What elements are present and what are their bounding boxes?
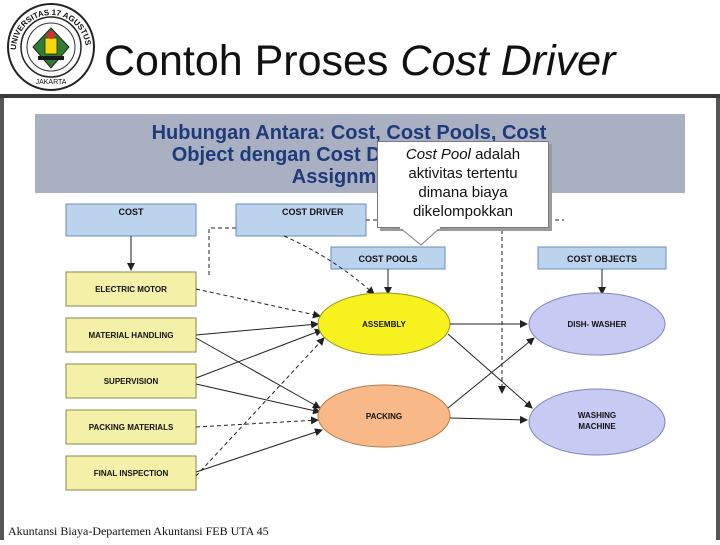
object-washing-machine-label-2: MACHINE (578, 422, 616, 431)
cost-driver-header-label: COST DRIVER (282, 207, 344, 217)
object-dishwasher-label: DISH- WASHER (567, 320, 626, 329)
callout-line-4: dikelompokkan (412, 203, 514, 220)
pool-packing-label: PACKING (366, 412, 402, 421)
university-logo: UNIVERSITAS 17 AGUSTUS 1945 JAKARTA (2, 2, 95, 91)
arrow-final-inspection-to-packing (195, 428, 323, 473)
arrow-supervision-to-assembly (195, 328, 323, 379)
callout-italic: Cost Pool (405, 146, 471, 163)
heading-line-1: Hubungan Antara: Cost, Cost Pools, Cost (152, 122, 547, 144)
slide-header: UNIVERSITAS 17 AGUSTUS 1945 JAKARTA Cont… (0, 0, 720, 96)
arrow-packing-materials-to-packing (195, 416, 319, 428)
object-dishwasher (528, 292, 666, 356)
cost-header-box (65, 203, 197, 237)
callout-line-1: Cost Pool adalah (378, 145, 548, 164)
slide-footer: Akuntansi Biaya-Departemen Akuntansi FEB… (8, 524, 269, 538)
left-frame-bar (0, 98, 4, 540)
arrow-packing-to-washing-machine (449, 415, 528, 424)
dashed-driver-left-connector (208, 227, 236, 278)
callout-line-2: aktivitas tertentu (408, 165, 518, 182)
logo-city-text: JAKARTA (36, 79, 67, 86)
slide-body: Hubungan Antara: Cost, Cost Pools, Cost … (4, 98, 716, 540)
cost-driver-header-box (235, 203, 367, 237)
cost-item-box-4 (65, 455, 197, 491)
arrow-material-handling-to-assembly (195, 320, 319, 336)
arrow-supervision-to-packing (195, 383, 321, 415)
title-italic: Cost Driver (400, 37, 616, 85)
arrow-final-inspection-to-assembly (195, 337, 325, 477)
page-title: Contoh Proses Cost Driver (104, 40, 615, 83)
callout-line-3: dimana biaya (418, 184, 508, 201)
cost-item-box-0 (65, 271, 197, 307)
right-frame-bar (716, 98, 720, 540)
logo-emblem (26, 22, 76, 72)
title-normal: Contoh Proses (104, 37, 401, 85)
cost-objects-label: COST OBJECTS (567, 254, 637, 264)
cost-pools-label: COST POOLS (358, 254, 417, 264)
object-washing-machine-label-1: WASHING (578, 411, 616, 420)
arrow-material-handling-to-packing (195, 337, 321, 409)
cost-item-label: ELECTRIC MOTOR (95, 285, 167, 294)
callout-pointer (398, 227, 442, 246)
cost-pool-callout: Cost Pool adalah aktivitas tertentu dima… (377, 141, 555, 246)
arrow-electric-motor-to-assembly (195, 288, 321, 319)
pool-packing (317, 384, 451, 448)
arrow-assembly-to-washing-machine (447, 333, 533, 409)
cost-item-label: SUPERVISION (104, 377, 159, 386)
object-washing-machine (528, 388, 666, 456)
header-divider (0, 94, 720, 98)
callout-first-rest: adalah (470, 146, 521, 163)
cost-item-label: PACKING MATERIALS (89, 423, 174, 432)
pool-assembly-label: ASSEMBLY (362, 320, 406, 329)
cost-item-label: MATERIAL HANDLING (88, 331, 173, 340)
cost-item-label: FINAL INSPECTION (94, 469, 169, 478)
cost-item-box-2 (65, 363, 197, 399)
cost-header-label: COST (118, 207, 144, 217)
cost-assignment-diagram: Hubungan Antara: Cost, Cost Pools, Cost … (35, 114, 685, 491)
heading-band (35, 114, 685, 193)
callout-body: Cost Pool adalah aktivitas tertentu dima… (377, 141, 549, 228)
arrow-packing-to-dishwasher (447, 337, 535, 409)
